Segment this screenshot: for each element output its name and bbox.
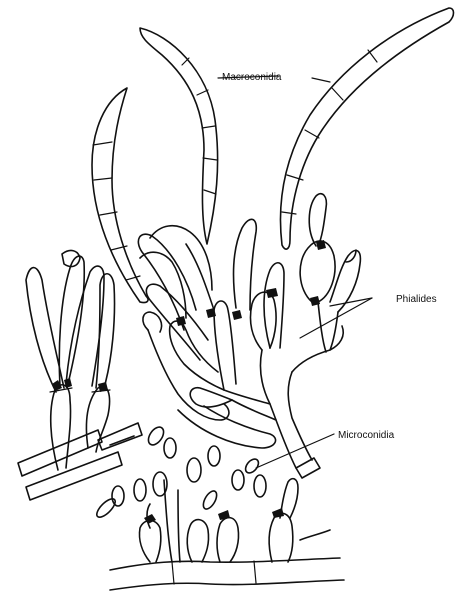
left-conidiophore-cluster <box>18 251 142 500</box>
phialides-label: Phialides <box>396 294 437 305</box>
microconidia-label: Microconidia <box>338 430 395 441</box>
macroconidia-leader-right <box>312 78 330 82</box>
macroconidium-top-center <box>140 28 218 244</box>
macroconidium-large-right <box>280 8 453 249</box>
macroconidia-label: Macroconidia <box>222 72 282 83</box>
microconidia-group <box>94 424 266 520</box>
microconidia-leader <box>256 434 334 468</box>
central-conidiophore <box>138 194 360 478</box>
macroconidium-left <box>92 88 148 303</box>
phialides-leader-lower <box>300 298 372 338</box>
